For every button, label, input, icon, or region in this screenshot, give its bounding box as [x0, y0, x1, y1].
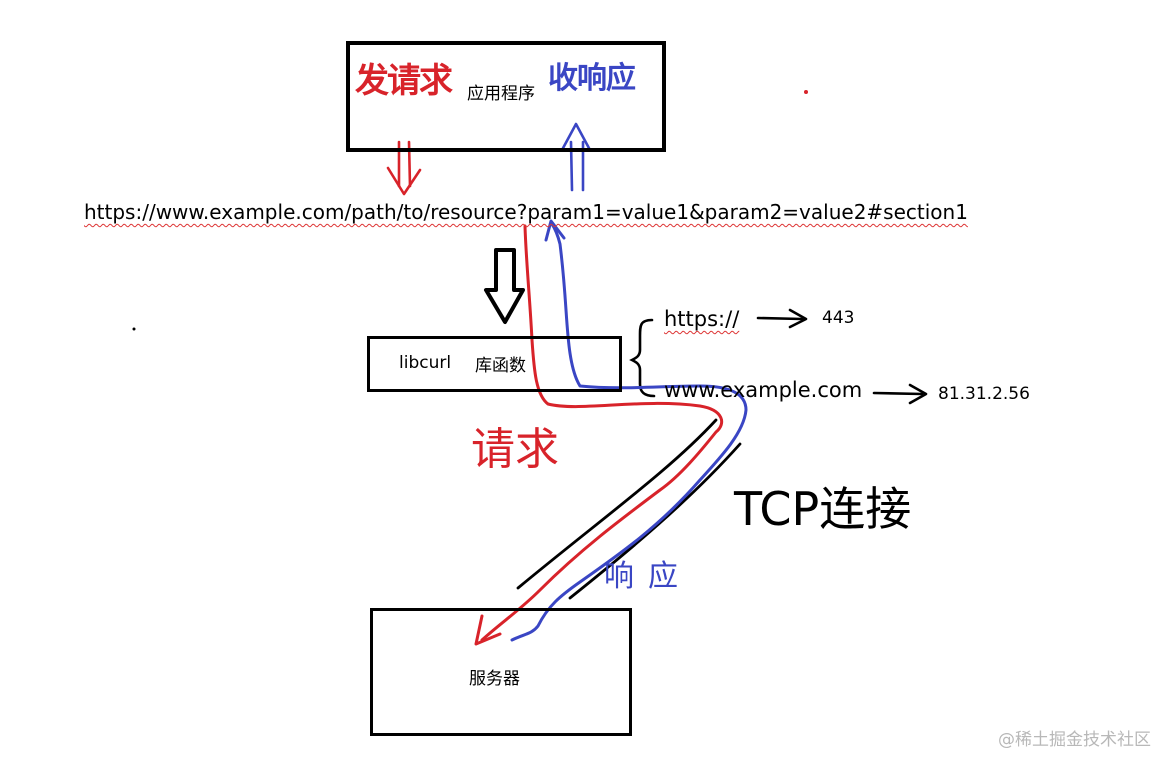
url-to-libcurl-arrow: [484, 248, 525, 324]
libcurl-box: [367, 336, 622, 392]
request-path: [474, 224, 724, 646]
port-label: 443: [822, 308, 855, 328]
example-url: https://www.example.com/path/to/resource…: [84, 200, 968, 224]
response-label: 响应: [604, 559, 692, 594]
url-parts-brace: [629, 318, 656, 398]
host-to-ip-arrow: [872, 383, 928, 405]
server-box: [370, 608, 632, 736]
request-label: 请求: [471, 424, 559, 475]
receive-response-label: 收响应: [548, 61, 636, 96]
libcurl-label: libcurl: [399, 353, 452, 373]
stray-red-dot: [804, 90, 808, 94]
host-label: www.example.com: [664, 378, 863, 402]
send-request-label: 发请求: [355, 61, 453, 101]
watermark: @稀土掘金技术社区: [998, 730, 1151, 750]
tcp-connection-lines: [516, 418, 742, 600]
scheme-to-port-arrow: [756, 308, 808, 329]
tcp-connection-label: TCP连接: [734, 482, 912, 536]
ip-label: 81.31.2.56: [938, 384, 1030, 404]
app-label: 应用程序: [467, 84, 535, 104]
scheme-label: https://: [664, 307, 740, 331]
response-path: [510, 219, 748, 642]
server-label: 服务器: [469, 669, 520, 689]
stray-black-dot: [132, 327, 136, 331]
libfuncs-label: 库函数: [475, 356, 526, 376]
app-box: [346, 41, 666, 152]
